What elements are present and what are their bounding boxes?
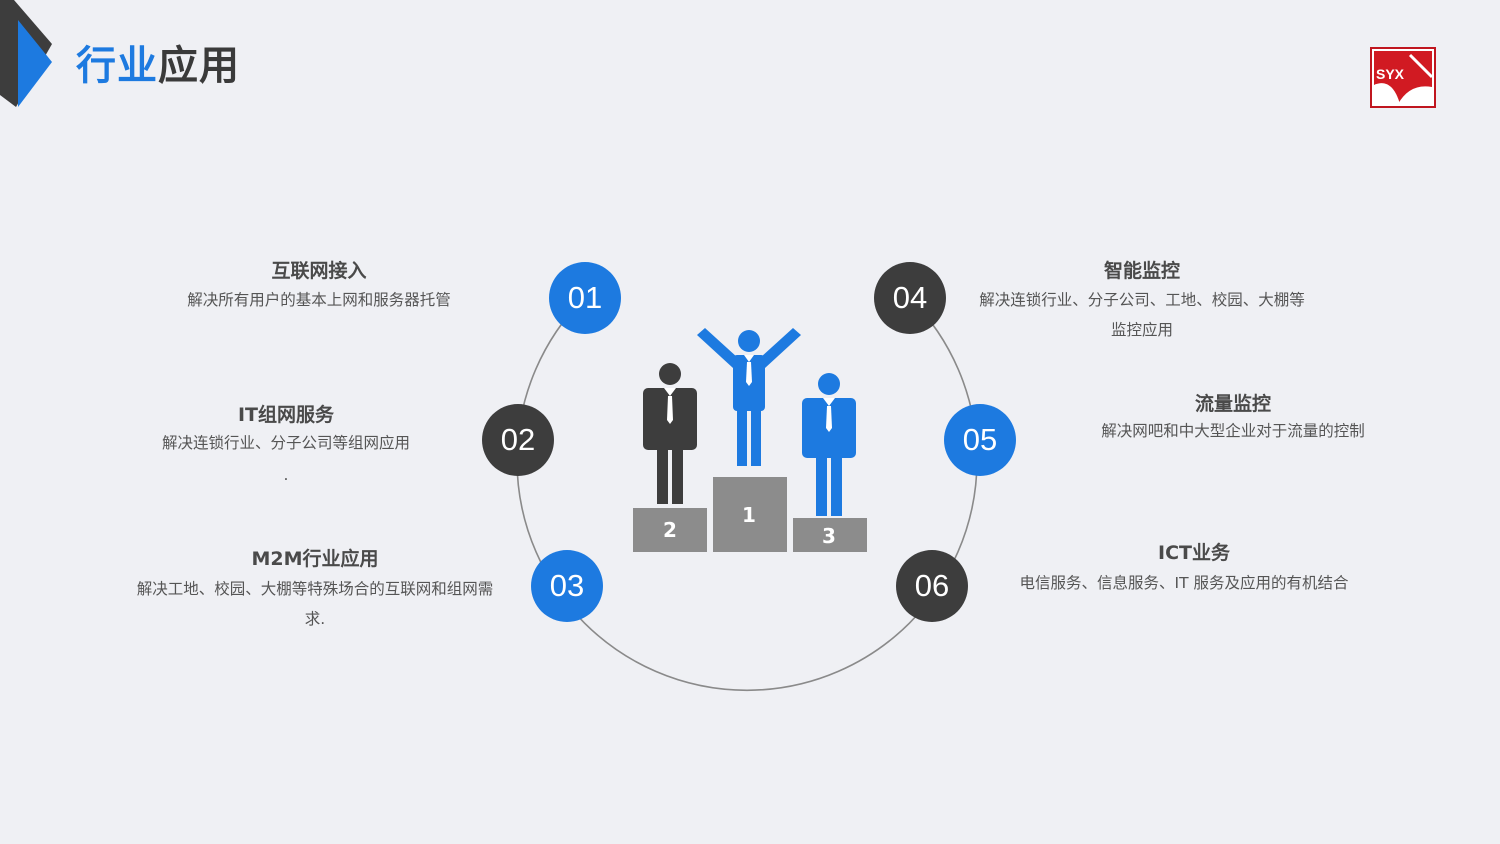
item-05-title: 流量监控 [1194,393,1271,415]
circle-04 [874,262,946,334]
item-03-desc: 解决工地、校园、大棚等特殊场合的互联网和组网需求. [136,580,494,628]
circle-02 [482,404,554,476]
circle-04-label: 04 [892,280,928,315]
circle-05-label: 05 [962,422,998,457]
item-01-desc: 解决所有用户的基本上网和服务器托管 [187,291,451,309]
item-03-title: M2M行业应用 [251,548,379,570]
item-04-desc: 解决连锁行业、分子公司、工地、校园、大棚等监控应用 [979,291,1305,339]
company-logo: SYX [1370,47,1436,108]
circle-03-label: 03 [549,568,585,603]
podium-first [713,477,787,552]
circle-01 [549,262,621,334]
page-title-part2: 应用 [158,43,240,89]
item-02-desc: 解决连锁行业、分子公司等组网应用 [161,434,410,452]
logo-text: SYX [1376,66,1405,82]
circle-05 [944,404,1016,476]
item-02-title: IT组网服务 [237,404,335,426]
item-02-desc-extra: . [283,466,289,484]
podium-second-label: 2 [663,518,677,542]
podium-first-label: 1 [742,503,756,527]
page-title-part1: 行业 [76,43,158,89]
item-04-title: 智能监控 [1103,260,1180,282]
circle-06 [896,550,968,622]
item-06-desc: 电信服务、信息服务、IT 服务及应用的有机结合 [1019,574,1349,592]
circle-01-label: 01 [567,280,603,315]
circle-03 [531,550,603,622]
person-first-icon [697,328,801,466]
circle-06-label: 06 [914,568,950,603]
item-06-title: ICT业务 [1158,542,1230,564]
podium-second [633,508,707,552]
item-05-desc: 解决网吧和中大型企业对于流量的控制 [1101,422,1365,440]
header-chevron-icon [0,0,52,107]
circle-02-label: 02 [500,422,536,457]
item-01-title: 互联网接入 [271,260,367,282]
person-second-icon [643,363,697,504]
page-title: 行业应用 [76,38,240,94]
person-third-icon [802,373,856,516]
podium-third-label: 3 [822,524,836,548]
podium-third [793,518,867,552]
